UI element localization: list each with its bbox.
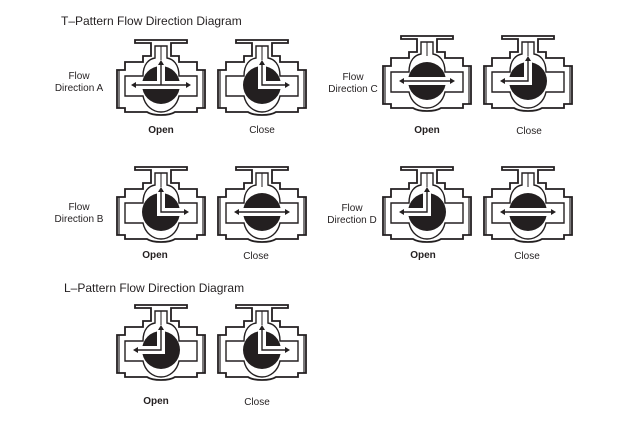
flow-arrow-elbow (502, 58, 529, 82)
flow-direction-c-line2: Direction C (328, 84, 378, 95)
flow-arrowhead-left (500, 78, 505, 84)
valve-l-open (116, 304, 206, 381)
flow-direction-b-line2: Direction B (54, 214, 104, 225)
flow-direction-d-line1: Flow (341, 203, 363, 214)
flow-arrow-elbow (160, 189, 187, 213)
valve-bore (390, 172, 464, 240)
valve-bore (225, 310, 299, 378)
flow-direction-d-label: Flow Direction D (325, 203, 379, 227)
valve-d-close-caption: Close (514, 251, 540, 262)
valve-bore (390, 41, 464, 109)
flow-arrow-elbow (261, 62, 288, 86)
valve-l-close-caption: Close (244, 397, 270, 408)
l-pattern-heading: L–Pattern Flow Direction Diagram (64, 281, 245, 295)
flow-direction-b-label: Flow Direction B (52, 202, 106, 226)
flow-arrowhead-left (399, 209, 404, 215)
flow-direction-a-line1: Flow (68, 71, 90, 82)
valve-a-close (217, 39, 307, 116)
flow-arrow-elbow (261, 327, 288, 351)
flow-arrow-elbow (135, 327, 162, 351)
valve-a-close-caption: Close (249, 125, 275, 136)
valve-d-close (483, 166, 573, 243)
flow-arrowhead-up (424, 187, 430, 192)
valve-b-close-caption: Close (243, 251, 269, 262)
flow-arrowhead-up (158, 60, 164, 65)
valve-c-open (382, 35, 472, 112)
flow-direction-c-line1: Flow (342, 72, 364, 83)
flow-arrowhead-up (525, 56, 531, 61)
valve-a-open (116, 39, 206, 116)
flow-arrowhead-left (133, 347, 138, 353)
flow-arrow-elbow (401, 189, 428, 213)
flow-arrowhead-up (259, 60, 265, 65)
flow-direction-c-label: Flow Direction C (326, 72, 380, 96)
flow-arrowhead-left (399, 78, 404, 84)
t-pattern-heading: T–Pattern Flow Direction Diagram (61, 14, 242, 28)
valve-c-close-caption: Close (516, 126, 542, 137)
flow-direction-b-line1: Flow (68, 202, 90, 213)
valve-c-close (483, 35, 573, 112)
flow-direction-a-line2: Direction A (54, 83, 104, 94)
valve-b-open-caption: Open (142, 250, 168, 261)
valve-bore (225, 45, 299, 113)
valve-bore (225, 172, 299, 240)
flow-direction-d-line2: Direction D (327, 215, 377, 226)
flow-arrowhead-up (158, 187, 164, 192)
flow-arrowhead-right (184, 209, 189, 215)
valve-bore (491, 172, 565, 240)
valve-b-close (217, 166, 307, 243)
flow-arrowhead-right (285, 82, 290, 88)
valve-bore (491, 41, 565, 109)
flow-arrowhead-right (551, 209, 556, 215)
valve-bore (124, 310, 198, 378)
flow-arrowhead-right (450, 78, 455, 84)
flow-direction-a-label: Flow Direction A (52, 71, 106, 95)
flow-arrowhead-right (285, 347, 290, 353)
valve-b-open (116, 166, 206, 243)
flow-arrowhead-right (285, 209, 290, 215)
valve-c-open-caption: Open (414, 125, 440, 136)
flow-arrowhead-left (234, 209, 239, 215)
flow-arrowhead-right (186, 82, 191, 88)
valve-bore (124, 172, 198, 240)
valve-d-open-caption: Open (410, 250, 436, 261)
flow-arrowhead-up (158, 325, 164, 330)
valve-a-open-caption: Open (148, 125, 174, 136)
valve-bore (124, 45, 198, 113)
valve-d-open (382, 166, 472, 243)
valve-l-open-caption: Open (143, 396, 169, 407)
valve-l-close (217, 304, 307, 381)
flow-arrowhead-left (500, 209, 505, 215)
flow-arrowhead-left (131, 82, 136, 88)
flow-arrowhead-up (259, 325, 265, 330)
